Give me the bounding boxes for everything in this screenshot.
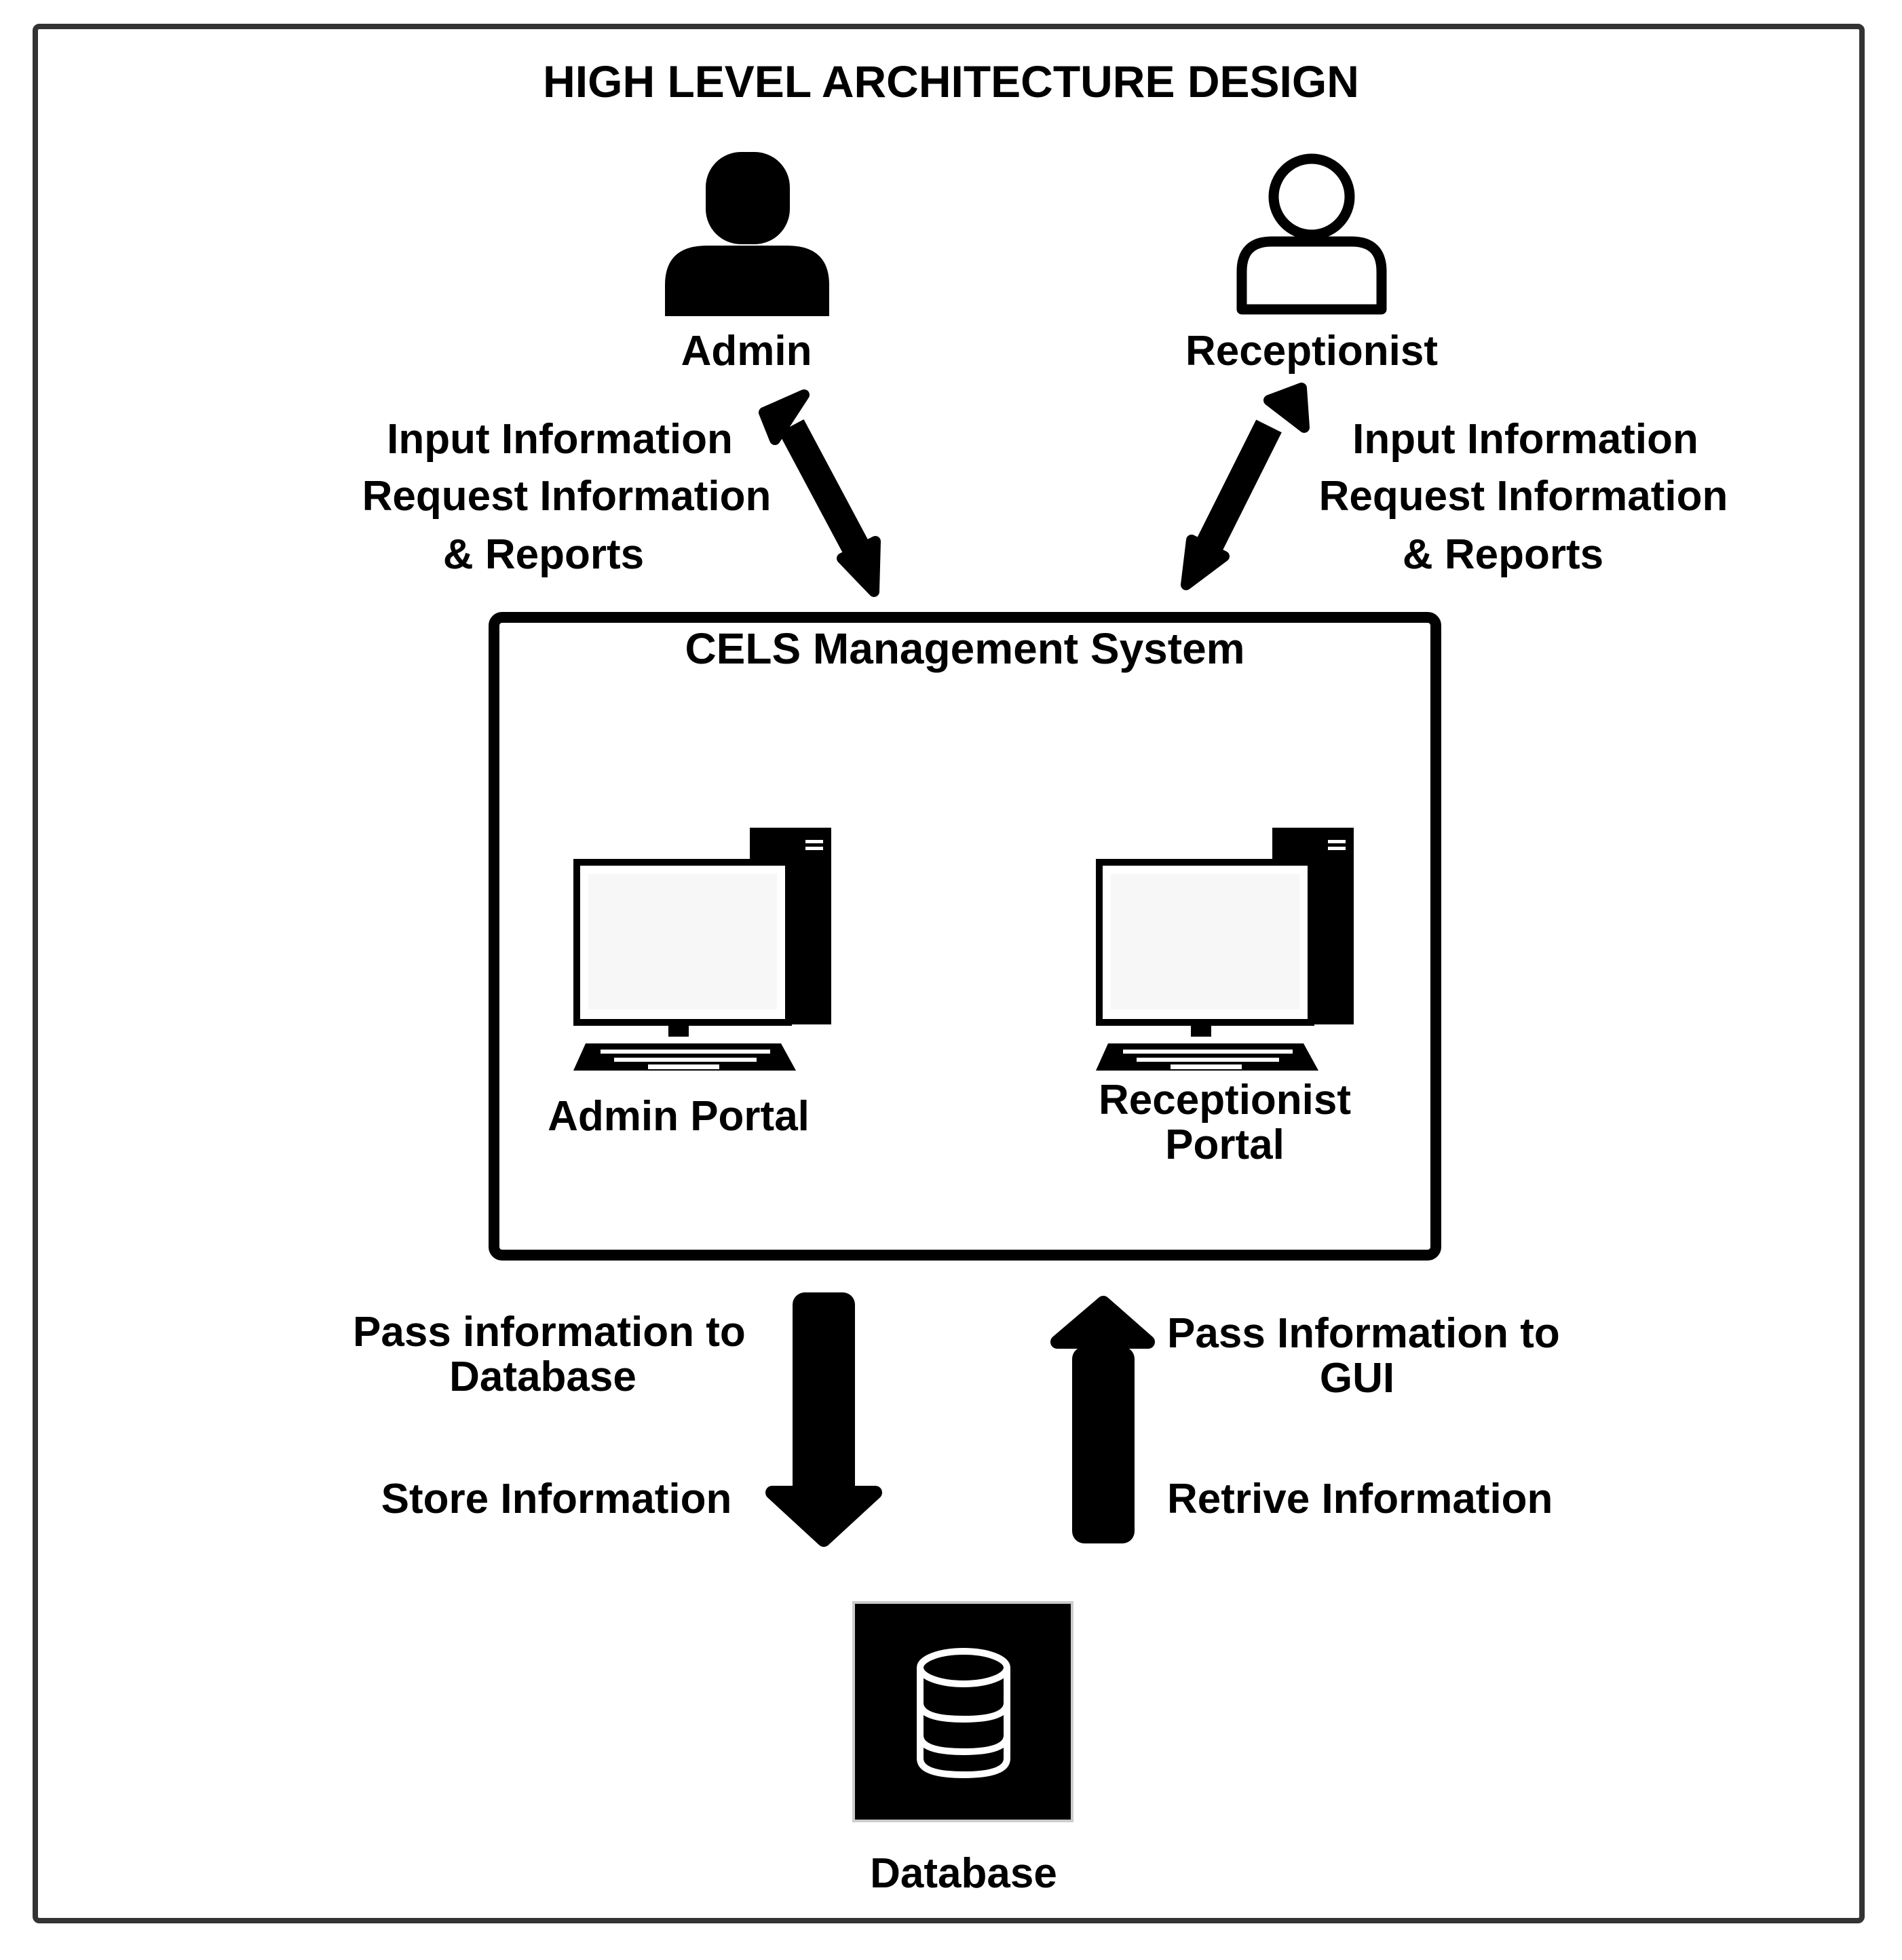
receptionist-bidirectional-arrow	[1181, 383, 1310, 590]
receptionist-flow-line-2: Request Information	[1318, 473, 1728, 520]
person-outline-icon	[1236, 153, 1387, 315]
down-flow-line-3: Store Information	[381, 1476, 732, 1522]
database-label: Database	[870, 1850, 1057, 1897]
computer-icon	[573, 828, 831, 1071]
computer-icon	[1096, 828, 1354, 1071]
up-flow-line-2: GUI	[1319, 1355, 1395, 1402]
receptionist-flow-line-1: Input Information	[1352, 416, 1698, 463]
up-flow-line-3: Retrive Information	[1167, 1476, 1553, 1522]
admin-portal-label: Admin Portal	[548, 1093, 810, 1140]
receptionist-portal-label-line-1: Receptionist	[1098, 1077, 1352, 1123]
page-title: HIGH LEVEL ARCHITECTURE DESIGN	[543, 56, 1359, 107]
system-title: CELS Management System	[685, 624, 1245, 673]
down-flow-line-2: Database	[449, 1353, 636, 1400]
person-filled-icon	[665, 152, 829, 316]
system-box	[489, 612, 1441, 1261]
receptionist-flow-line-3: & Reports	[1402, 531, 1604, 578]
admin-label: Admin	[681, 328, 812, 374]
receptionist-portal-label-line-2: Portal	[1165, 1121, 1285, 1168]
admin-flow-line-2: Request Information	[362, 473, 772, 520]
receptionist-label: Receptionist	[1185, 328, 1439, 374]
admin-flow-line-1: Input Information	[387, 416, 733, 463]
admin-flow-line-3: & Reports	[442, 531, 645, 578]
up-arrow	[1050, 1296, 1155, 1543]
up-flow-line-1: Pass Information to	[1167, 1310, 1560, 1357]
admin-bidirectional-arrow	[759, 389, 881, 597]
down-flow-line-1: Pass information to	[353, 1309, 746, 1356]
down-arrow	[765, 1292, 882, 1547]
database-icon	[852, 1601, 1073, 1822]
diagram-frame	[33, 24, 1865, 1923]
